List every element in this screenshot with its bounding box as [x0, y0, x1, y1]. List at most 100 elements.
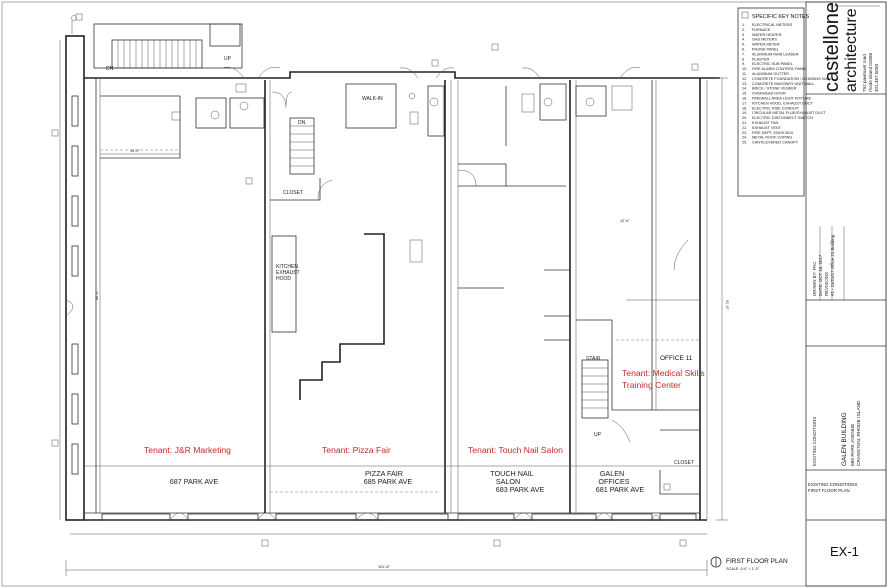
key-notes-title: SPECIFIC KEY NOTES	[752, 14, 810, 20]
key-note-item: GAS METERS	[752, 38, 777, 42]
firm-address-1: 792 pawtuxet road	[862, 54, 867, 92]
firm-address-2: rhode island 02888	[868, 52, 873, 92]
drawn-by: DRAWN BY: PAC	[812, 262, 817, 296]
key-note-item: WATER HEATER	[752, 33, 782, 37]
front-doors	[169, 512, 661, 521]
label-closet-1: CLOSET	[283, 190, 303, 196]
sheet-title-2: FIRST FLOOR PLAN	[808, 488, 850, 493]
firm-name-line1: castellone	[821, 2, 843, 92]
sheet-title-1: EXISTING CONDITIONS	[808, 482, 857, 487]
key-note-number: 12.	[742, 77, 747, 81]
unit-681-interior	[575, 85, 700, 495]
tenant-medical-line2: Training Center	[622, 380, 681, 390]
unit-683-interior	[429, 83, 570, 341]
key-note-item: ELECTRIC SUB PANEL	[752, 62, 793, 66]
storefront-windows	[101, 513, 697, 521]
label-dn-left: DN	[106, 66, 114, 72]
label-kitchen-hood-3: HOOD	[276, 276, 291, 282]
key-note-number: 8.	[742, 57, 745, 61]
sheet-number: EX-1	[830, 544, 859, 559]
key-note-item: WATER METER	[752, 43, 780, 47]
unit-681-address: 681 PARK AVE	[596, 485, 645, 494]
key-note-item: ELECTRIC RISE CONDUIT	[752, 106, 800, 110]
key-note-item: CONCRETE MASONRY UNIT WALL	[752, 82, 815, 86]
revision-1: #1 - 11/21/17 Office 21 Building	[830, 234, 835, 296]
key-note-item: ALUMINUM GUTTER	[752, 72, 789, 76]
unit-687-interior	[100, 83, 265, 159]
key-note-item: KITCHEN HOOD, EXHAUST DUCT	[752, 101, 813, 105]
grid-markers	[51, 13, 699, 547]
key-note-item: PLASTER	[752, 57, 770, 61]
tenant-pizza-fair: Tenant: Pizza Fair	[322, 445, 391, 455]
key-note-item: FIREWALL AREA LIGHT FIXTURE	[752, 97, 812, 101]
key-note-number: 4.	[742, 38, 745, 42]
key-note-number: 19.	[742, 111, 747, 115]
label-dn-pizza: DN	[298, 120, 306, 126]
tenant-touch-nail-salon: Tenant: Touch Nail Salon	[468, 445, 563, 455]
dim-rear-room: 15'-0"	[130, 149, 140, 153]
key-notes-box	[737, 7, 805, 197]
key-note-number: 15.	[742, 92, 747, 96]
unit-681-name-2: OFFICES	[598, 477, 629, 486]
label-up-stair: UP	[224, 56, 232, 62]
key-notes-marker	[741, 11, 749, 19]
unit-687-address: 687 PARK AVE	[170, 477, 219, 486]
label-walk-in: WALK-IN	[362, 96, 383, 102]
key-note-number: 9.	[742, 62, 745, 66]
key-note-item: ALUMINUM RAIN LEADER	[752, 52, 799, 56]
key-note-number: 10.	[742, 67, 747, 71]
key-note-number: 25.	[742, 141, 747, 145]
key-note-number: 17.	[742, 101, 747, 105]
key-note-number: 14.	[742, 87, 747, 91]
firm-name-line2: architecture	[843, 8, 860, 92]
title-block	[805, 1, 887, 587]
key-note-item: CONCRETE FOUNDATION / DEMISING WALL	[752, 77, 832, 81]
revisions-header: REVISIONS	[824, 272, 829, 296]
key-note-number: 13.	[742, 82, 747, 86]
key-note-item: BRICK / STONE VENEER	[752, 87, 797, 91]
dim-left-depth: 66'-0"	[95, 290, 99, 300]
key-note-item: FURNACE	[752, 28, 771, 32]
key-note-item: OVERHEAD DOOR	[752, 92, 786, 96]
key-note-number: 21.	[742, 121, 747, 125]
dimension-lines	[59, 40, 728, 576]
dim-unit-span: 12'-6"	[620, 219, 630, 223]
label-kitchen-hood-1: KITCHEN	[276, 264, 298, 270]
rear-doors	[221, 66, 641, 79]
key-note-item: EXHAUST VENT	[752, 126, 782, 130]
north-arrow-icon	[710, 556, 722, 568]
key-note-number: 3.	[742, 33, 745, 37]
project-address-2: CRANSTON, RHODE ISLAND	[856, 400, 862, 466]
key-note-number: 18.	[742, 106, 747, 110]
unit-683-name-2: SALON	[496, 477, 520, 486]
key-note-item: CIRCULAR METAL FLUE/EXHAUST DUCT	[752, 111, 827, 115]
plan-caption-title: FIRST FLOOR PLAN	[726, 558, 788, 565]
label-kitchen-hood-2: EXHAUST	[276, 270, 300, 276]
tenant-jr-marketing: Tenant: J&R Marketing	[144, 445, 231, 455]
key-note-item: FIRE DEPT. KNOX BOX	[752, 131, 794, 135]
key-note-item: ELECTRIC DISCONNECT SWITCH	[752, 116, 813, 120]
key-note-number: 11.	[742, 72, 747, 76]
key-note-number: 5.	[742, 43, 745, 47]
key-note-item: PHONE PANEL	[752, 48, 779, 52]
dim-overall-depth: 91'-0"	[725, 300, 729, 310]
unit-681-name-1: GALEN	[600, 469, 624, 478]
key-note-item: METAL ROOF COPING	[752, 136, 792, 140]
key-note-item: EXHAUST FAN	[752, 121, 779, 125]
office-11-label: OFFICE 11	[660, 355, 693, 362]
key-note-number: 6.	[742, 48, 745, 52]
side-windows	[65, 95, 79, 475]
unit-685-address: 685 PARK AVE	[364, 477, 413, 486]
project-building: GALEN BUILDING	[841, 412, 848, 466]
key-note-number: 24.	[742, 136, 747, 140]
unit-685-name: PIZZA FAIR	[365, 469, 403, 478]
unit-683-address: 683 PARK AVE	[496, 485, 545, 494]
dim-overall-width: 101'-8"	[378, 565, 390, 569]
key-note-number: 23.	[742, 131, 747, 135]
unit-685-interior	[270, 83, 445, 400]
label-stair: STAIR	[586, 356, 601, 362]
project-address-1: 685 PARK AVENUE	[850, 424, 856, 466]
key-note-number: 16.	[742, 97, 747, 101]
